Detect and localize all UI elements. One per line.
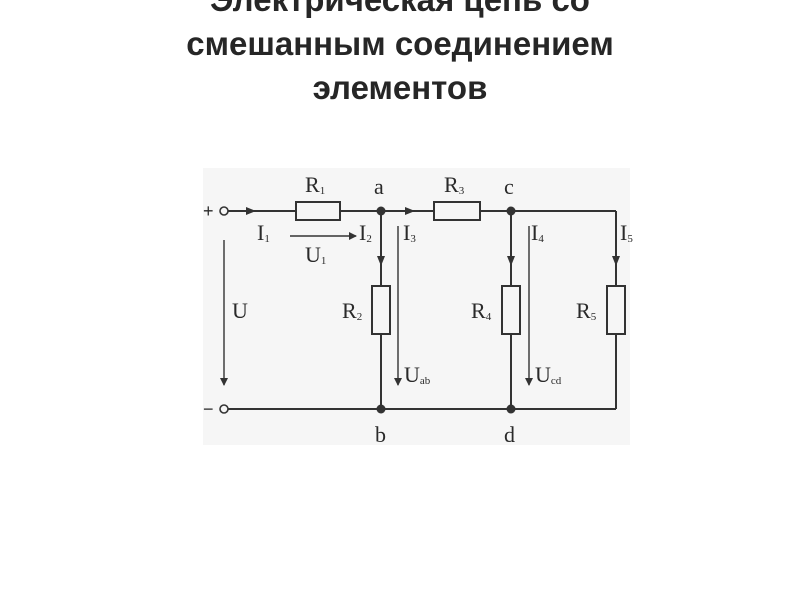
i4-label: I4 xyxy=(531,220,544,245)
terminal-plus-label: + xyxy=(203,201,214,221)
terminal-plus xyxy=(219,206,229,216)
arrow-i3 xyxy=(405,207,415,215)
node-c-label: c xyxy=(504,174,514,199)
node-d-label: d xyxy=(504,422,515,447)
title-line-2: смешанным соединением xyxy=(186,25,614,62)
title-line-1: Электрическая цепь со xyxy=(0,0,800,22)
title-line-3: элементов xyxy=(312,69,488,106)
node-b-label: b xyxy=(375,422,386,447)
arrow-i5 xyxy=(612,256,620,266)
node-d xyxy=(506,404,516,414)
resistor-r2 xyxy=(371,285,391,335)
i2-label: I2 xyxy=(359,220,372,245)
r5-label: R5 xyxy=(576,298,597,323)
arrow-i1 xyxy=(246,207,256,215)
r4-label: R4 xyxy=(471,298,492,323)
resistor-r1 xyxy=(295,201,341,221)
node-a-label: a xyxy=(374,174,384,199)
i1-label: I1 xyxy=(257,220,270,245)
r3-label: R3 xyxy=(444,172,465,197)
u-label: U xyxy=(232,298,248,323)
terminal-minus xyxy=(219,404,229,414)
i3-label: I3 xyxy=(403,220,416,245)
ucd-label: Ucd xyxy=(535,362,562,387)
arrow-i4 xyxy=(507,256,515,266)
uab-label: Uab xyxy=(404,362,431,387)
arrow-i2 xyxy=(377,256,385,266)
r1-label: R1 xyxy=(305,172,325,197)
slide-title: Электрическая цепь со смешанным соединен… xyxy=(0,0,800,110)
i5-label: I5 xyxy=(620,220,633,245)
diagram-background xyxy=(203,168,630,445)
node-c xyxy=(506,206,516,216)
node-a xyxy=(376,206,386,216)
resistor-r4 xyxy=(501,285,521,335)
resistor-r3 xyxy=(433,201,481,221)
terminal-minus-label: − xyxy=(203,399,214,419)
resistor-r5 xyxy=(606,285,626,335)
r2-label: R2 xyxy=(342,298,362,323)
node-b xyxy=(376,404,386,414)
u1-label: U1 xyxy=(305,242,326,267)
